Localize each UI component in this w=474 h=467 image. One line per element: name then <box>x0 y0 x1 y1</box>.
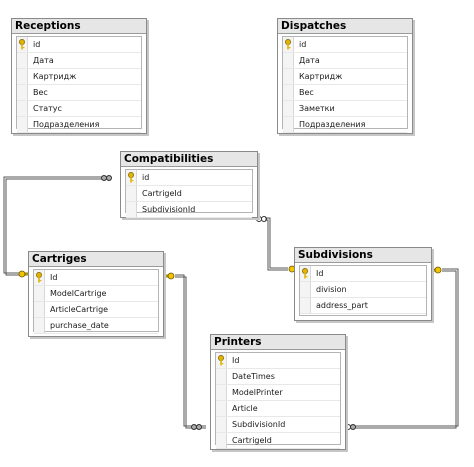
rel-many-end-infinity-icon <box>345 424 356 430</box>
table-compatibilities[interactable]: Compatibilities id CartrigeId Subdivisio… <box>120 151 258 218</box>
column-row[interactable]: ModelPrinter <box>216 385 340 401</box>
column-name: Подразделения <box>299 120 366 129</box>
rel-many-end-infinity-icon <box>256 216 267 222</box>
column-row[interactable]: Дата <box>17 53 141 69</box>
primary-key-icon <box>19 39 25 50</box>
column-name: Картридж <box>33 72 77 81</box>
column-row[interactable]: Id <box>216 353 340 369</box>
column-row[interactable]: ArticleCartrige <box>34 302 158 318</box>
primary-key-icon <box>128 172 134 183</box>
column-row[interactable]: Вес <box>283 85 407 101</box>
primary-key-icon <box>302 268 308 279</box>
rel-compatibilities-subdivisions <box>265 217 288 269</box>
table-title: Cartriges <box>29 252 163 267</box>
rel-many-end-infinity-icon <box>101 175 112 181</box>
column-name: Id <box>232 356 240 365</box>
column-name: ModelCartrige <box>50 289 107 298</box>
rel-many-end-infinity-icon <box>191 424 202 430</box>
column-row[interactable]: Вес <box>17 85 141 101</box>
column-row[interactable]: CartrigeId <box>216 433 340 449</box>
column-name: Подразделения <box>33 120 100 129</box>
column-name: purchase_date <box>50 321 109 330</box>
column-row[interactable]: id <box>283 37 407 53</box>
column-name: SubdivisionId <box>232 420 286 429</box>
column-name: DateTimes <box>232 372 275 381</box>
table-title: Dispatches <box>278 19 412 34</box>
table-receptions[interactable]: Receptions id Дата Картридж Вес Статус П… <box>11 18 147 134</box>
column-name: Article <box>232 404 258 413</box>
column-row[interactable]: id <box>126 170 252 186</box>
column-row[interactable]: Подразделения <box>17 117 141 133</box>
column-row[interactable]: Статус <box>17 101 141 117</box>
table-title: Compatibilities <box>121 152 257 167</box>
column-name: CartrigeId <box>232 436 272 445</box>
column-row[interactable]: Подразделения <box>283 117 407 133</box>
column-name: SubdivisionId <box>142 205 196 214</box>
column-row[interactable]: Id <box>300 266 426 282</box>
table-cartriges[interactable]: Cartriges Id ModelCartrige ArticleCartri… <box>28 251 164 337</box>
column-row[interactable]: CartrigeId <box>126 186 252 202</box>
column-row[interactable]: Article <box>216 401 340 417</box>
column-name: ArticleCartrige <box>50 305 109 314</box>
table-printers[interactable]: Printers Id DateTimes ModelPrinter Artic… <box>210 334 346 450</box>
column-row[interactable]: id <box>17 37 141 53</box>
column-row[interactable]: Заметки <box>283 101 407 117</box>
table-title: Subdivisions <box>295 248 431 263</box>
rel-one-end-key-icon <box>18 270 31 278</box>
column-row[interactable]: Дата <box>283 53 407 69</box>
column-name: Картридж <box>299 72 343 81</box>
column-name: address_part <box>316 301 368 310</box>
column-row[interactable]: ModelCartrige <box>34 286 158 302</box>
column-row[interactable]: address_part <box>300 298 426 314</box>
column-row[interactable]: DateTimes <box>216 369 340 385</box>
column-name: Id <box>316 269 324 278</box>
primary-key-icon <box>218 355 224 366</box>
primary-key-icon <box>36 272 42 283</box>
column-name: Вес <box>299 88 314 97</box>
column-row[interactable]: Картридж <box>283 69 407 85</box>
column-row[interactable]: division <box>300 282 426 298</box>
column-name: id <box>299 40 307 49</box>
column-row[interactable]: SubdivisionId <box>126 202 252 218</box>
rel-one-end-key-icon <box>429 266 442 274</box>
column-name: id <box>33 40 41 49</box>
table-title: Printers <box>211 335 345 350</box>
table-title: Receptions <box>12 19 146 34</box>
rel-printers-subdivisions <box>351 268 459 427</box>
column-row[interactable]: SubdivisionId <box>216 417 340 433</box>
column-name: Дата <box>33 56 54 65</box>
rel-printers-cartriges <box>175 274 206 427</box>
column-name: Вес <box>33 88 48 97</box>
primary-key-icon <box>285 39 291 50</box>
column-row[interactable]: purchase_date <box>34 318 158 334</box>
column-name: Заметки <box>299 104 335 113</box>
column-name: CartrigeId <box>142 189 182 198</box>
column-name: id <box>142 173 150 182</box>
column-name: division <box>316 285 347 294</box>
column-row[interactable]: Картридж <box>17 69 141 85</box>
column-row[interactable]: Id <box>34 270 158 286</box>
table-dispatches[interactable]: Dispatches id Дата Картридж Вес Заметки … <box>277 18 413 134</box>
column-name: ModelPrinter <box>232 388 283 397</box>
rel-compatibilities-cartriges <box>3 176 111 274</box>
column-name: Дата <box>299 56 320 65</box>
table-subdivisions[interactable]: Subdivisions Id division address_part <box>294 247 432 321</box>
rel-one-end-key-icon <box>162 272 175 280</box>
column-name: Статус <box>33 104 62 113</box>
column-name: Id <box>50 273 58 282</box>
